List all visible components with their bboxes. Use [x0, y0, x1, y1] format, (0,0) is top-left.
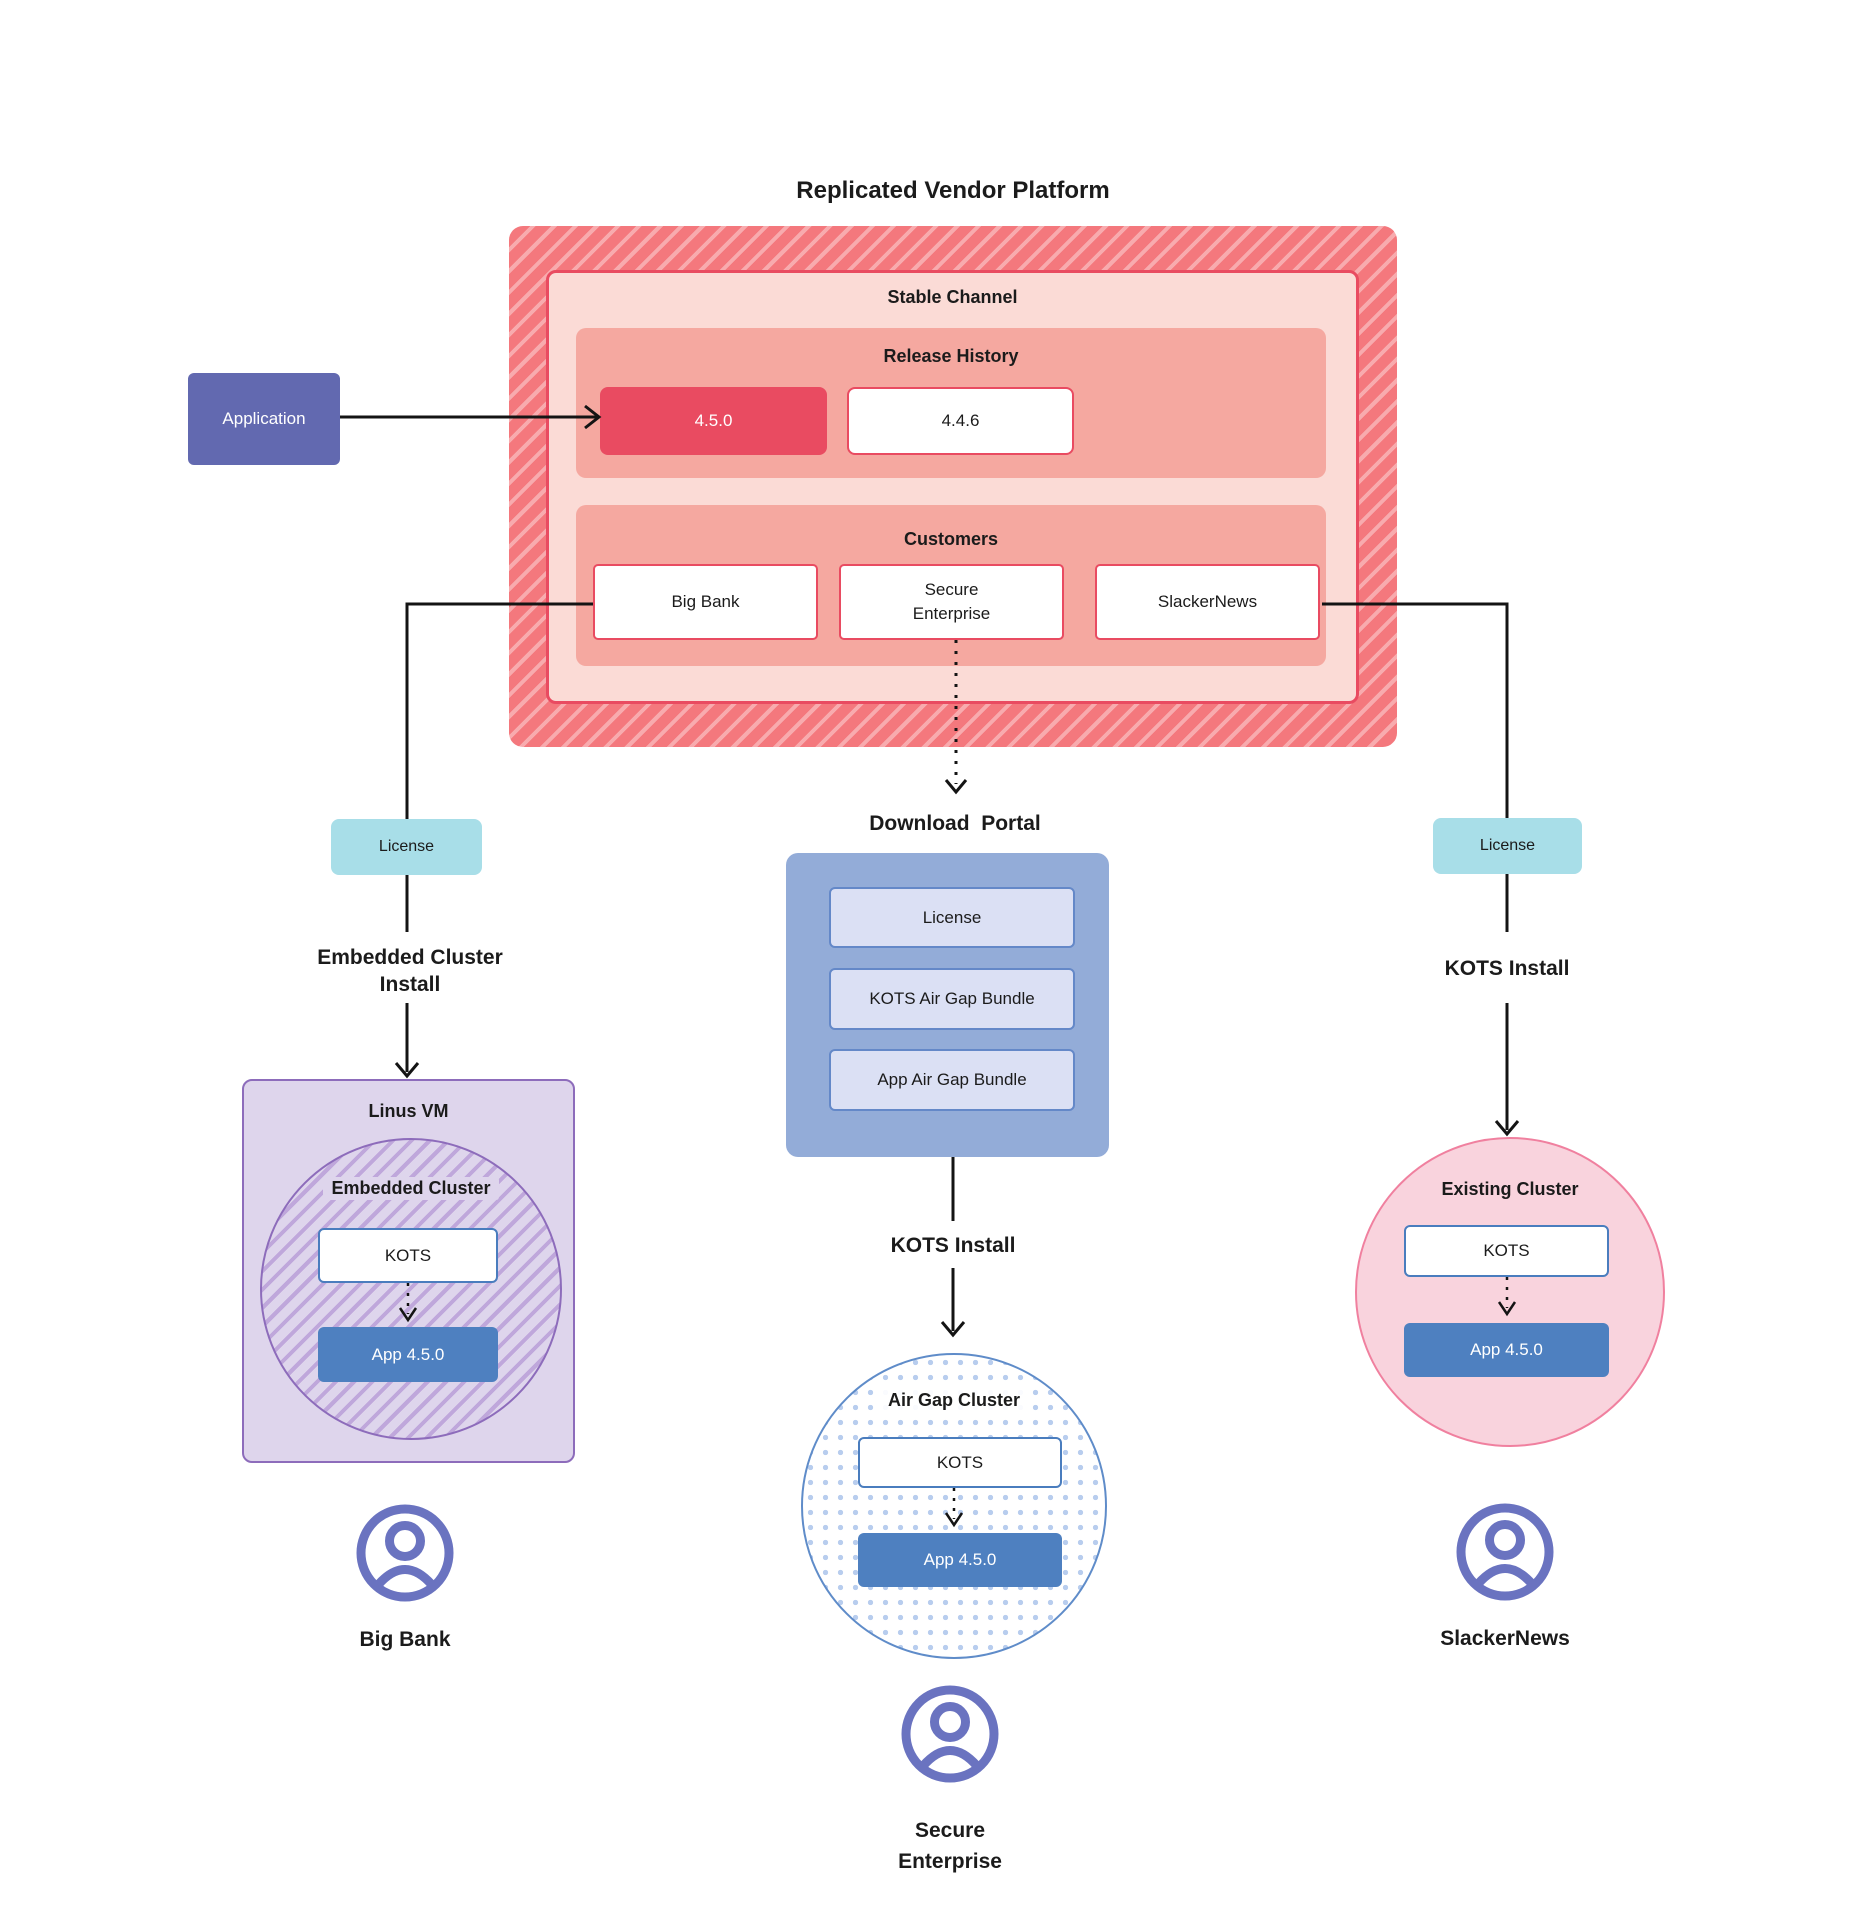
arrowhead-install-to-vm	[394, 1062, 420, 1079]
kots-install-label-middle: KOTS Install	[890, 1234, 1016, 1257]
release-4-5-0: 4.5.0	[600, 387, 827, 455]
arrowhead-install-to-airgap-cluster	[940, 1321, 966, 1338]
big-bank-persona-label: Big Bank	[359, 1628, 451, 1651]
existing-cluster-label: Existing Cluster	[1441, 1179, 1579, 1199]
application-box: Application	[188, 373, 340, 465]
customer-secure-enterprise: Secure Enterprise	[839, 564, 1064, 640]
secure-enterprise-user-icon	[900, 1684, 1000, 1784]
diagram-title: Replicated Vendor Platform	[796, 177, 1110, 204]
release-history-label: Release History	[883, 346, 1019, 366]
license-box-left: License	[331, 819, 482, 875]
download-portal-label: Download Portal	[869, 812, 1041, 835]
portal-item-kots-airgap-bundle: KOTS Air Gap Bundle	[829, 968, 1075, 1030]
app-box-left: App 4.5.0	[318, 1327, 498, 1382]
customer-big-bank: Big Bank	[593, 564, 818, 640]
kots-install-label-right: KOTS Install	[1444, 957, 1570, 980]
portal-item-app-airgap-bundle: App Air Gap Bundle	[829, 1049, 1075, 1111]
embedded-cluster-install-label: Embedded Cluster Install	[317, 946, 503, 996]
kots-box-right: KOTS	[1404, 1225, 1609, 1277]
linus-vm-label: Linus VM	[368, 1101, 449, 1121]
secure-enterprise-persona-label: Secure Enterprise	[898, 1819, 1002, 1873]
portal-item-license: License	[829, 887, 1075, 948]
app-box-middle: App 4.5.0	[858, 1533, 1062, 1587]
license-box-right: License	[1433, 818, 1582, 874]
slackernews-persona-label: SlackerNews	[1440, 1627, 1570, 1650]
air-gap-cluster-label: Air Gap Cluster	[801, 1389, 1107, 1412]
arrowhead-secure-to-portal	[944, 779, 968, 795]
stable-channel-label: Stable Channel	[887, 287, 1018, 307]
customer-slackernews: SlackerNews	[1095, 564, 1320, 640]
kots-box-middle: KOTS	[858, 1437, 1062, 1488]
app-box-right: App 4.5.0	[1404, 1323, 1609, 1377]
customers-label: Customers	[903, 529, 999, 549]
embedded-cluster-label: Embedded Cluster	[260, 1177, 562, 1200]
kots-box-left: KOTS	[318, 1228, 498, 1283]
big-bank-user-icon	[355, 1503, 455, 1603]
existing-cluster-circle	[1355, 1137, 1665, 1447]
arrowhead-install-to-existing-cluster	[1494, 1120, 1520, 1137]
slackernews-user-icon	[1455, 1502, 1555, 1602]
release-4-4-6: 4.4.6	[847, 387, 1074, 455]
